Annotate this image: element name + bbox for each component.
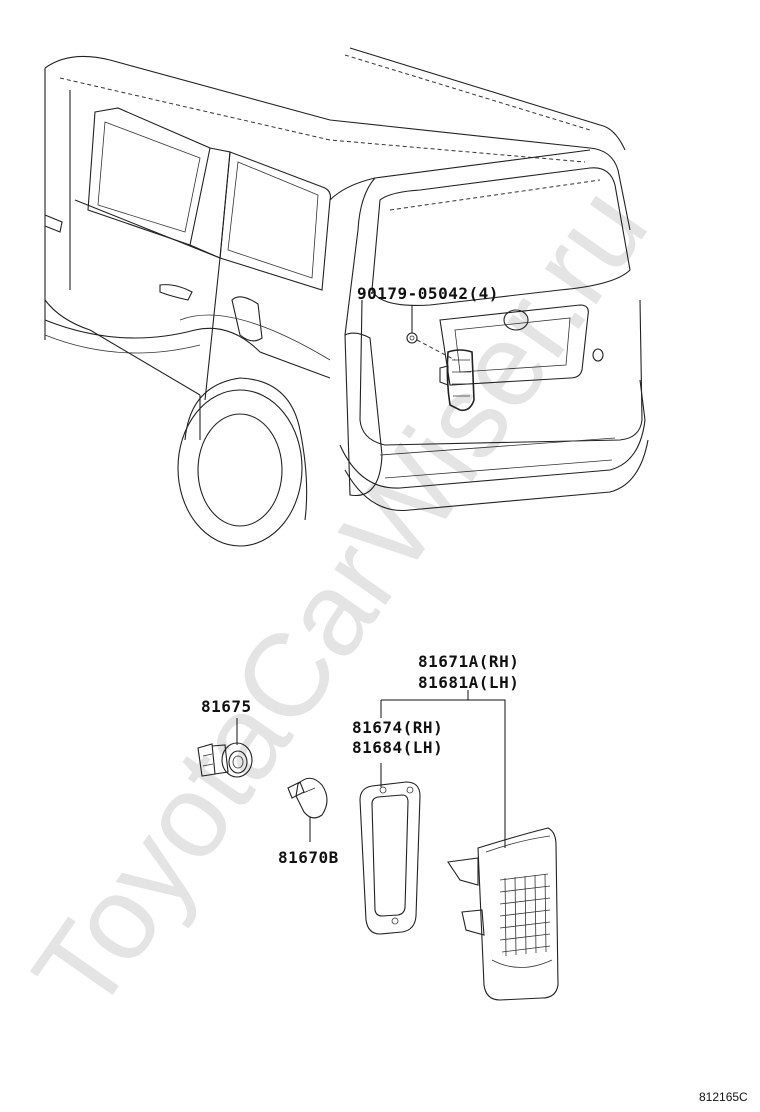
vehicle-illustration (44, 47, 649, 547)
lamp-assembly-part (447, 827, 559, 1001)
diagram-code: 812165C (699, 1090, 748, 1104)
lamp-assy-leader (381, 699, 506, 848)
part-label-gasket-rh: 81674(RH) (352, 718, 443, 737)
part-label-lamp-assy-lh: 81681A(LH) (418, 673, 519, 692)
part-label-gasket-lh: 81684(LH) (352, 738, 443, 757)
gasket-part (359, 781, 421, 935)
watermark: ToyotaCarWiser.ru (8, 164, 673, 1035)
part-label-nut: 90179-05042(4) (357, 284, 499, 303)
bulb-part (287, 777, 328, 819)
nut-to-lamp-leader (416, 339, 456, 361)
part-label-lamp-assy-rh: 81671A(RH) (418, 652, 519, 671)
part-label-socket: 81675 (201, 697, 252, 716)
part-label-bulb: 81670B (278, 848, 339, 867)
